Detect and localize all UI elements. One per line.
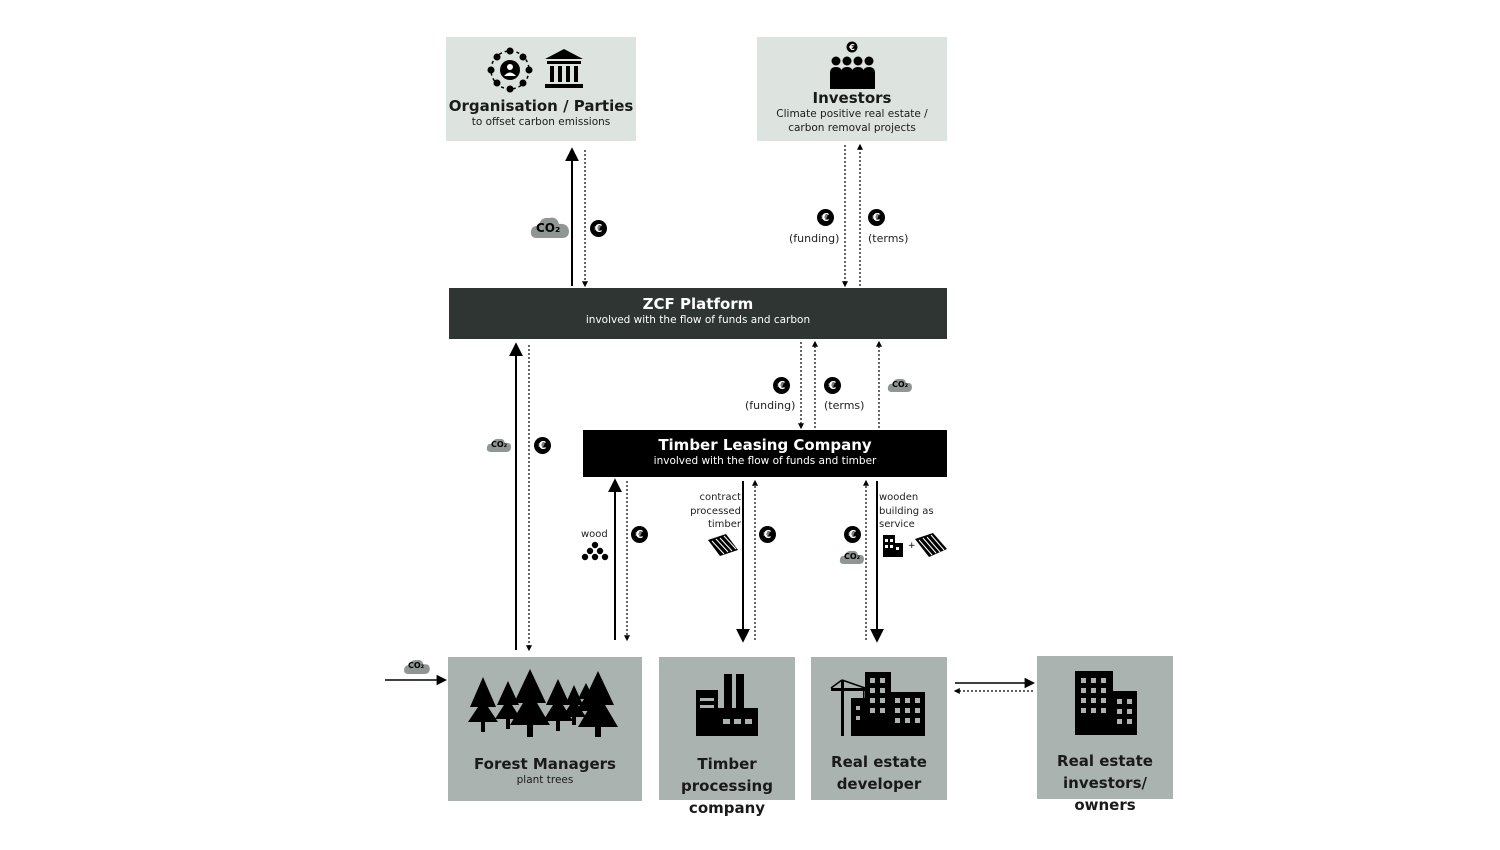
co2-label: CO₂ [536, 221, 561, 235]
network-people-icon [487, 47, 533, 93]
service-label-line3: service [879, 519, 915, 530]
timber-planks-icon [708, 534, 738, 556]
wood-label: wood [581, 529, 608, 540]
euro-icon: € [773, 377, 790, 394]
investor-group-icon: € [830, 41, 875, 89]
co2-label: CO₂ [892, 380, 909, 389]
investors-subtitle-line2: carbon removal projects [788, 122, 916, 134]
co2-cloud-icon: CO₂ [530, 214, 570, 244]
co2-cloud-icon: CO₂ [887, 377, 913, 397]
timber-leasing-box: Timber Leasing Company involved with the… [583, 430, 947, 477]
contract-label-line3: timber [707, 519, 741, 530]
timber-processing-box: Timber processing company [659, 657, 795, 817]
building-plus-timber-icon: + [883, 533, 947, 557]
developer-box: Real estate developer [811, 657, 947, 800]
timber-leasing-subtitle: involved with the flow of funds and timb… [653, 455, 877, 467]
service-label-line1: wooden [879, 492, 919, 503]
zcf-subtitle: involved with the flow of funds and carb… [585, 314, 811, 326]
government-building-icon [545, 49, 583, 88]
log-pile-icon [581, 541, 609, 561]
investors-title: Investors [812, 89, 892, 107]
contract-label: contract processed timber [688, 491, 741, 532]
organisation-box: Organisation / Parties to offset carbon … [446, 37, 636, 141]
euro-icon: € [534, 437, 551, 454]
processing-title-line2: company [688, 799, 766, 817]
service-label: wooden building as service [879, 491, 939, 532]
funding-label: (funding) [745, 399, 796, 412]
forest-trees-icon [468, 669, 618, 737]
forest-managers-box: Forest Managers plant trees [448, 657, 642, 801]
organisation-title: Organisation / Parties [448, 97, 634, 115]
re-investors-title-line2: investors/ owners [1063, 774, 1147, 814]
terms-label: (terms) [868, 232, 909, 245]
euro-icon: € [817, 209, 834, 226]
co2-label: CO₂ [491, 440, 508, 449]
co2-label: CO₂ [844, 552, 861, 561]
contract-label-line1: contract [699, 492, 741, 503]
co2-cloud-icon: CO₂ [839, 549, 865, 569]
zcf-platform-box: ZCF Platform involved with the flow of f… [449, 288, 947, 339]
processing-title-line1: Timber processing [681, 755, 773, 795]
re-investors-title-line1: Real estate [1057, 752, 1153, 770]
office-building-icon [1075, 671, 1137, 735]
forest-title: Forest Managers [474, 755, 616, 773]
svg-text:€: € [848, 43, 855, 52]
investors-subtitle-line1: Climate positive real estate / [776, 108, 928, 120]
organisation-subtitle: to offset carbon emissions [471, 116, 611, 128]
svg-text:+: + [908, 541, 916, 551]
co2-label: CO₂ [408, 661, 425, 670]
euro-icon: € [590, 220, 607, 237]
contract-label-line2: processed [690, 505, 741, 517]
forest-subtitle: plant trees [516, 774, 574, 786]
timber-leasing-title: Timber Leasing Company [658, 436, 872, 454]
zcf-title: ZCF Platform [642, 295, 754, 313]
developer-title-line2: developer [836, 775, 922, 793]
re-investors-box: Real estate investors/ owners [1037, 656, 1173, 814]
crane-building-icon [830, 672, 925, 736]
euro-icon: € [844, 526, 861, 543]
euro-icon: € [631, 526, 648, 543]
developer-title-line1: Real estate [831, 753, 927, 771]
factory-icon [696, 674, 758, 736]
service-label-line2: building as [879, 505, 934, 517]
co2-cloud-icon: CO₂ [486, 437, 512, 457]
euro-icon: € [759, 526, 776, 543]
euro-icon: € [824, 377, 841, 394]
terms-label: (terms) [824, 399, 865, 412]
investors-box: € Investors Climate positive real estate… [757, 37, 947, 141]
co2-cloud-icon: CO₂ [403, 658, 431, 679]
euro-icon: € [868, 209, 885, 226]
funding-label: (funding) [789, 232, 840, 245]
